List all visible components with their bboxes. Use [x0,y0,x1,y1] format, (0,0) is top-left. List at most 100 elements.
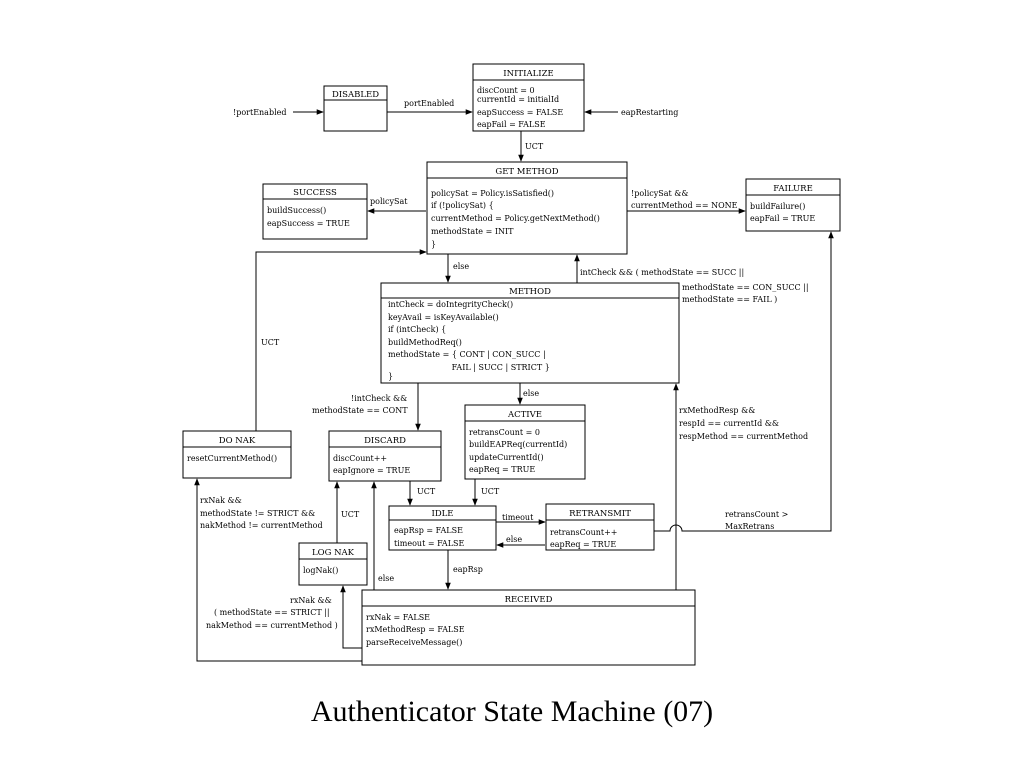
state-initialize: INITIALIZE discCount = 0 currentId = ini… [472,63,585,132]
state-retransmit-line: retransCount++ [550,528,618,537]
edge-label: else [506,535,522,544]
transition-policy-sat: policySat [367,197,426,214]
state-log-nak: LOG NAK logNak() [298,542,368,586]
state-active-name: ACTIVE [507,410,542,420]
transition-received-to-donak: rxNak && methodState != STRICT && nakMet… [194,478,362,662]
edge-label: eapRsp [453,565,483,574]
edge-label: intCheck && ( methodState == SUCC || [580,268,744,277]
edge-label: methodState == CON_SUCC || [682,283,809,292]
transition-idle-to-received: eapRsp [445,550,483,590]
edge-label: UCT [525,142,544,151]
edge-label: respMethod == currentMethod [679,432,808,441]
edge-label: currentMethod == NONE [631,201,738,210]
state-retransmit-line: eapReq = TRUE [550,540,616,549]
edge-label: methodState == CONT [312,406,408,415]
state-get-method-line: if (!policySat) { [431,201,494,210]
edge-label: else [453,262,469,271]
transition-retransmit-to-idle: else [496,535,545,548]
state-initialize-line: discCount = 0 [477,86,535,95]
state-method-name: METHOD [509,287,551,297]
edge-label: else [378,574,394,583]
state-failure-line: eapFail = TRUE [750,214,815,223]
state-disabled-name: DISABLED [332,90,379,100]
transition-received-to-lognak: rxNak && ( methodState == STRICT || nakM… [206,585,362,649]
edge-label: portEnabled [404,99,454,108]
transition-lognak-to-discard: UCT [334,481,360,543]
edge-label: nakMethod != currentMethod [200,521,323,530]
state-received-name: RECEIVED [505,595,553,605]
transition-received-to-method: rxMethodResp && respId == currentId && r… [673,383,808,590]
state-discard-name: DISCARD [364,436,406,446]
transition-timeout: timeout [496,513,546,525]
state-initialize-line: eapSuccess = FALSE [477,108,563,117]
state-get-method-line: policySat = Policy.isSatisfied() [431,189,554,198]
state-get-method-line: currentMethod = Policy.getNextMethod() [431,214,600,223]
edge-label: ( methodState == STRICT || [214,608,330,617]
state-received: RECEIVED rxNak = FALSE rxMethodResp = FA… [361,589,696,666]
edge-label: methodState != STRICT && [200,509,315,518]
state-machine-diagram: INITIALIZE discCount = 0 currentId = ini… [182,63,841,666]
state-get-method-line: } [431,240,436,249]
edge-label: rxMethodResp && [679,406,755,415]
state-received-line: rxMethodResp = FALSE [366,625,465,634]
state-do-nak-line: resetCurrentMethod() [187,454,277,463]
transition-method-to-active: else [517,383,539,405]
edge-label: policySat [370,197,408,206]
edge-label: MaxRetrans [725,522,774,531]
state-do-nak-name: DO NAK [219,436,256,446]
state-idle-name: IDLE [431,509,453,519]
transition-donak-to-getmethod: UCT [255,249,427,431]
state-retransmit: RETRANSMIT retransCount++ eapReq = TRUE [545,503,655,551]
state-received-line: parseReceiveMessage() [366,638,462,647]
edge-label: UCT [481,487,500,496]
state-get-method-name: GET METHOD [495,167,558,177]
transition-init-to-getmethod: UCT [518,131,544,162]
edge-label: methodState == FAIL ) [682,295,777,304]
edge-label: rxNak && [200,496,242,505]
state-method-line: if (intCheck) { [388,325,446,334]
state-do-nak: DO NAK resetCurrentMethod() [182,430,292,479]
transition-port-disabled: !portEnabled [233,108,324,117]
state-idle-line: timeout = FALSE [394,539,464,548]
state-active-line: updateCurrentId() [469,453,544,462]
state-get-method: GET METHOD policySat = Policy.isSatisfie… [426,161,628,255]
state-received-line: rxNak = FALSE [366,613,430,622]
state-failure-line: buildFailure() [750,202,805,211]
state-disabled: DISABLED [323,85,388,132]
edge-label: else [523,389,539,398]
state-discard: DISCARD discCount++ eapIgnore = TRUE [328,430,442,482]
edge-label: nakMethod == currentMethod ) [206,621,338,630]
state-success: SUCCESS buildSuccess() eapSuccess = TRUE [262,183,368,240]
transition-port-enabled: portEnabled [387,99,473,115]
state-failure-name: FAILURE [773,184,813,194]
transition-method-to-getmethod: intCheck && ( methodState == SUCC || met… [574,254,809,304]
transition-received-to-discard: else [371,481,394,590]
state-method-line: FAIL | SUCC | STRICT } [388,363,550,372]
transition-retransmit-to-failure: retransCount > MaxRetrans [654,231,834,532]
state-retransmit-name: RETRANSMIT [569,509,631,519]
state-failure: FAILURE buildFailure() eapFail = TRUE [745,178,841,232]
edge-label: !intCheck && [351,394,407,403]
state-initialize-line: eapFail = FALSE [477,120,546,129]
edge-label: UCT [261,338,280,347]
state-log-nak-line: logNak() [303,566,338,575]
edge-label: eapRestarting [621,108,678,117]
transition-getmethod-to-method: else [445,254,469,283]
state-method-line: keyAvail = isKeyAvailable() [388,313,499,322]
state-discard-line: eapIgnore = TRUE [333,466,410,475]
state-active: ACTIVE retransCount = 0 buildEAPReq(curr… [464,404,586,480]
edge-label: !policySat && [631,189,689,198]
state-success-line: eapSuccess = TRUE [267,219,350,228]
state-log-nak-name: LOG NAK [312,548,355,558]
slide-title: Authenticator State Machine (07) [310,695,714,728]
state-method-line: intCheck = doIntegrityCheck() [388,300,513,309]
state-success-name: SUCCESS [293,188,337,198]
state-method: METHOD intCheck = doIntegrityCheck() key… [380,282,680,384]
edge-label: rxNak && [290,596,332,605]
edge-label: UCT [417,487,436,496]
state-get-method-line: methodState = INIT [431,227,514,236]
edge-label: UCT [341,510,360,519]
state-method-line: buildMethodReq() [388,338,462,347]
state-active-line: retransCount = 0 [469,428,540,437]
state-initialize-name: INITIALIZE [503,69,553,79]
